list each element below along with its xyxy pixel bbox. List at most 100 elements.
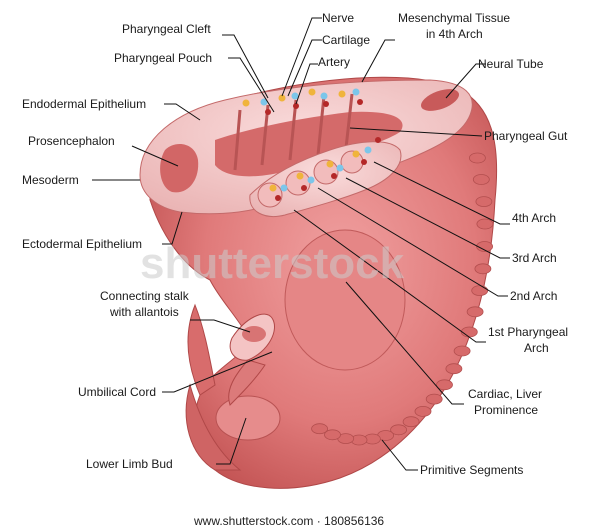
arch-component-dots (242, 88, 381, 201)
connecting-stalk-opening (242, 326, 266, 342)
embryo-tail (187, 303, 216, 396)
third-arch-section (313, 159, 339, 185)
leader-endodermal (164, 103, 201, 121)
arch-cross-sections (257, 150, 364, 208)
nerve-dot (364, 146, 372, 154)
footer-bar (0, 510, 600, 532)
label-connecting-stalk-1: Connecting stalk (100, 289, 190, 303)
somite (324, 429, 341, 441)
artery-dot (293, 103, 299, 109)
footer-credit: www.shutterstock.com · 180856136 (193, 514, 384, 528)
leader-third-arch (345, 177, 510, 259)
leader-pharyngeal-gut (349, 127, 483, 137)
leader-pharyngeal-pouch (228, 57, 275, 113)
label-lower-limb-bud: Lower Limb Bud (86, 457, 173, 471)
label-neural-tube: Neural Tube (478, 57, 544, 71)
label-pharyngeal-cleft: Pharyngeal Cleft (122, 22, 211, 36)
label-artery: Artery (318, 55, 350, 69)
artery-dot (357, 99, 363, 105)
somite (390, 424, 408, 436)
nerve-dot (280, 184, 288, 192)
somite (475, 196, 493, 208)
leader-umbilical-cord (162, 351, 273, 393)
label-cardiac-1: Cardiac, Liver (468, 387, 542, 401)
leader-pharyngeal-cleft (222, 34, 269, 99)
somite (466, 306, 484, 318)
leader-ectodermal (162, 211, 183, 245)
cartilage-dot (338, 90, 346, 98)
nerve-dot (260, 98, 268, 106)
artery-dot (275, 195, 281, 201)
artery-dot (375, 137, 381, 143)
somite (476, 241, 494, 252)
leader-neural-tube (445, 63, 486, 99)
somite (311, 423, 329, 435)
nerve-dot (291, 92, 299, 100)
nerve-dot (352, 88, 360, 96)
leader-cartilage (287, 39, 322, 97)
somite (476, 218, 494, 230)
somite (472, 174, 490, 185)
lower-limb-bud (215, 395, 281, 441)
label-nerve: Nerve (322, 11, 354, 25)
label-pharyngeal-pouch: Pharyngeal Pouch (114, 51, 212, 65)
cartilage-dot (278, 94, 286, 102)
cartilage-dot (269, 184, 277, 192)
cartilage-dot (308, 88, 316, 96)
label-connecting-stalk-2: with allantois (109, 305, 179, 319)
cartilage-dot (352, 150, 360, 158)
cartilage-dot (326, 160, 334, 168)
somite (471, 285, 489, 297)
prosencephalon-cavity (160, 144, 199, 193)
label-mesenchymal-2: in 4th Arch (426, 27, 483, 41)
label-cartilage: Cartilage (322, 33, 370, 47)
umbilical-cord (228, 359, 266, 406)
leader-prosencephalon (131, 145, 179, 167)
somite (453, 345, 471, 357)
somite (425, 393, 443, 405)
somite (436, 379, 453, 391)
somite (402, 416, 420, 428)
leader-connecting-stalk (190, 319, 251, 333)
cartilage-dot (296, 172, 304, 180)
label-umbilical-cord: Umbilical Cord (78, 385, 156, 399)
cartilage-dot (242, 99, 250, 107)
label-cardiac-2: Prominence (474, 403, 538, 417)
label-ectodermal-epithelium: Ectodermal Epithelium (22, 237, 142, 251)
label-first-arch-2: Arch (524, 341, 549, 355)
label-prosencephalon: Prosencephalon (28, 134, 115, 148)
label-second-arch: 2nd Arch (510, 289, 557, 303)
cardiac-liver-prominence (284, 229, 406, 371)
leader-fourth-arch (373, 161, 510, 225)
primitive-segments (311, 152, 494, 446)
nerve-dot (320, 92, 328, 100)
leader-primitive-segments (381, 439, 418, 471)
artery-dot (301, 185, 307, 191)
label-first-arch-1: 1st Pharyngeal (488, 325, 568, 339)
leader-nerve (281, 17, 322, 97)
leader-lower-limb-bud (216, 417, 247, 465)
label-third-arch: 3rd Arch (512, 251, 557, 265)
nerve-dot (307, 176, 315, 184)
watermark: shutterstock (140, 239, 405, 288)
artery-dot (265, 109, 271, 115)
somite (445, 363, 463, 375)
label-fourth-arch: 4th Arch (512, 211, 556, 225)
leader-mesenchymal (361, 39, 395, 83)
leader-second-arch (317, 187, 508, 297)
label-primitive-segments: Primitive Segments (420, 463, 523, 477)
leader-first-arch (293, 209, 486, 343)
fourth-arch-section (340, 150, 364, 174)
leader-artery (295, 63, 318, 105)
somite (460, 326, 478, 338)
nerve-dot (336, 164, 344, 172)
somite (414, 405, 432, 417)
artery-dot (331, 173, 337, 179)
label-mesenchymal-1: Mesenchymal Tissue (398, 11, 510, 25)
somite (474, 263, 492, 275)
leader-lines (92, 17, 510, 471)
label-mesoderm: Mesoderm (22, 173, 79, 187)
somite (468, 152, 486, 164)
